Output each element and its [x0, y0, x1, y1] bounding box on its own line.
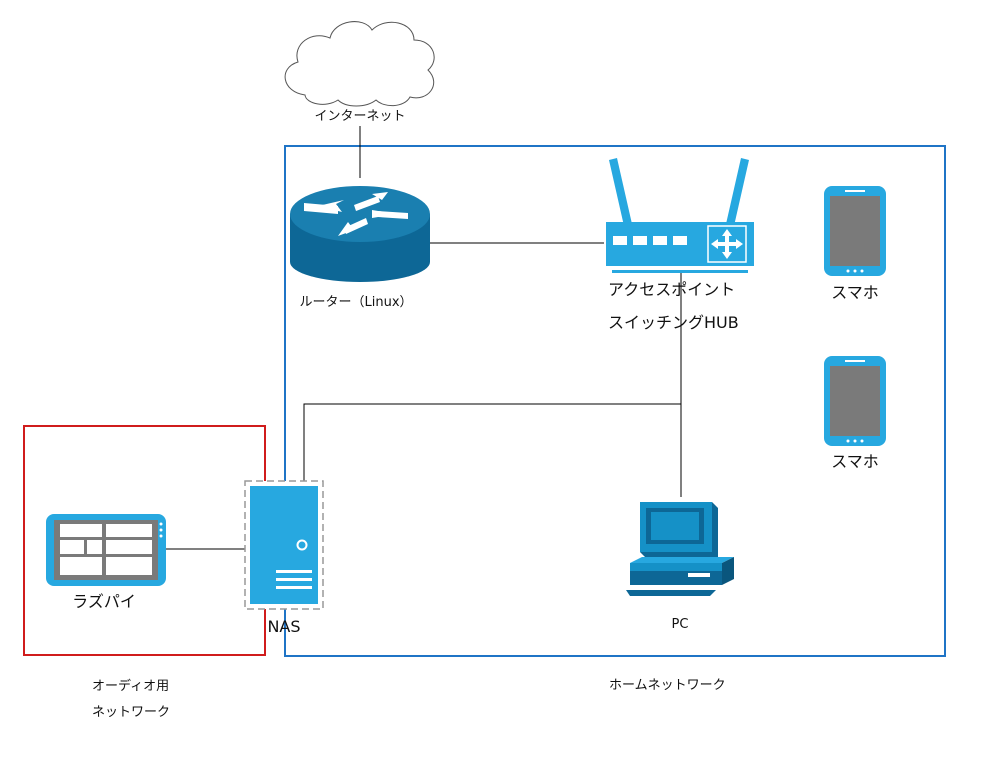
smartphone-icon [824, 186, 886, 276]
cloud-icon [284, 21, 435, 107]
phone-1-label: スマホ [831, 283, 879, 302]
nas-label: NAS [267, 617, 301, 636]
audio-network-label-line1: オーディオ用 [92, 679, 170, 694]
internet-label: インターネット [314, 109, 406, 124]
home-network-label: ホームネットワーク [609, 678, 726, 693]
smartphone-icon [824, 356, 886, 446]
connections [165, 126, 682, 550]
audio-network-label-line2: ネットワーク [92, 705, 171, 720]
router-label: ルーター（Linux） [299, 295, 413, 310]
desktop-pc-icon [626, 502, 734, 596]
tablet-icon [46, 514, 166, 586]
router-icon [290, 186, 430, 282]
access-point-label: アクセスポイント [608, 280, 736, 299]
pc-label: PC [671, 617, 689, 632]
home-network-group-box [284, 145, 946, 657]
raspberry-pi-label: ラズパイ [72, 592, 136, 611]
ap-nas-link [303, 403, 681, 482]
switching-hub-label: スイッチングHUB [608, 313, 739, 332]
server-icon [244, 480, 324, 610]
wireless-router-icon [606, 158, 754, 273]
phone-2-label: スマホ [831, 452, 879, 471]
